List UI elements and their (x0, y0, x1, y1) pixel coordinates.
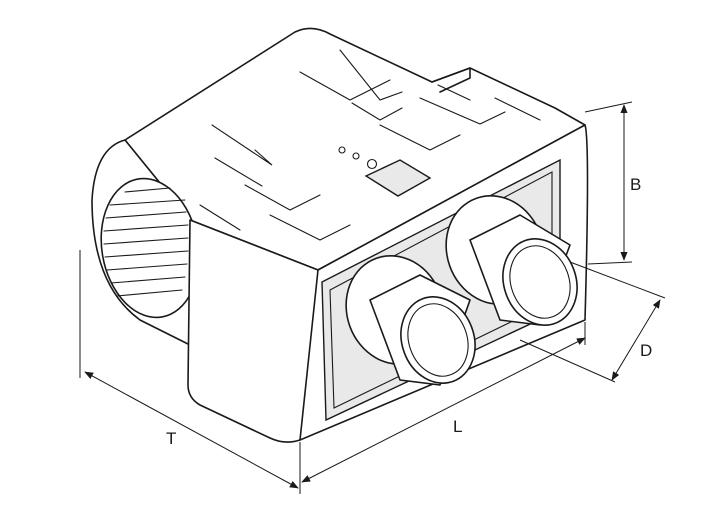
pin-right (445, 194, 578, 326)
dimension-b: B (584, 101, 641, 265)
dimension-t: T (79, 250, 301, 494)
pin-right-end (502, 238, 578, 326)
dimension-d-label: D (640, 341, 652, 360)
dimension-t-label: T (166, 429, 176, 448)
dimension-b-label: B (630, 175, 641, 194)
label-window (364, 159, 432, 197)
dimension-l-label: L (453, 417, 462, 436)
indicator-dots (338, 146, 378, 170)
top-slots (199, 49, 541, 241)
rear-step (431, 67, 471, 93)
bore-ribs (103, 187, 189, 297)
